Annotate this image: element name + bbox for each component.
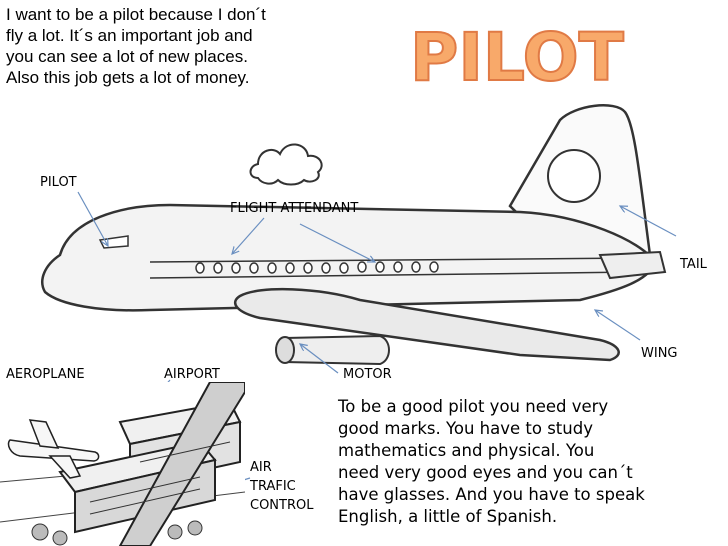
cloud-icon	[249, 143, 323, 186]
page-title: PILOT	[409, 18, 625, 96]
title-text: PILOT	[410, 19, 624, 96]
label-air-traffic-control: AIR TRAFIC CONTROL	[250, 460, 314, 513]
small-airplane	[7, 419, 100, 479]
fuselage	[41, 203, 657, 312]
label-motor: MOTOR	[343, 367, 392, 382]
label-wing: WING	[641, 346, 678, 361]
label-flight-attendant: FLIGHT ATTENDANT	[230, 201, 359, 216]
airport-illustration	[0, 382, 245, 546]
tail-emblem	[547, 149, 601, 203]
engine	[275, 334, 390, 366]
window-row	[195, 261, 439, 274]
label-pilot: PILOT	[40, 175, 77, 190]
intro-text: I want to be a pilot because I don´t fly…	[6, 5, 266, 87]
body-text: To be a good pilot you need very good ma…	[338, 397, 645, 526]
label-aeroplane: AEROPLANE	[6, 367, 85, 382]
wing	[234, 287, 620, 362]
label-airport: AIRPORT	[164, 367, 220, 382]
label-tail: TAIL	[680, 257, 707, 272]
